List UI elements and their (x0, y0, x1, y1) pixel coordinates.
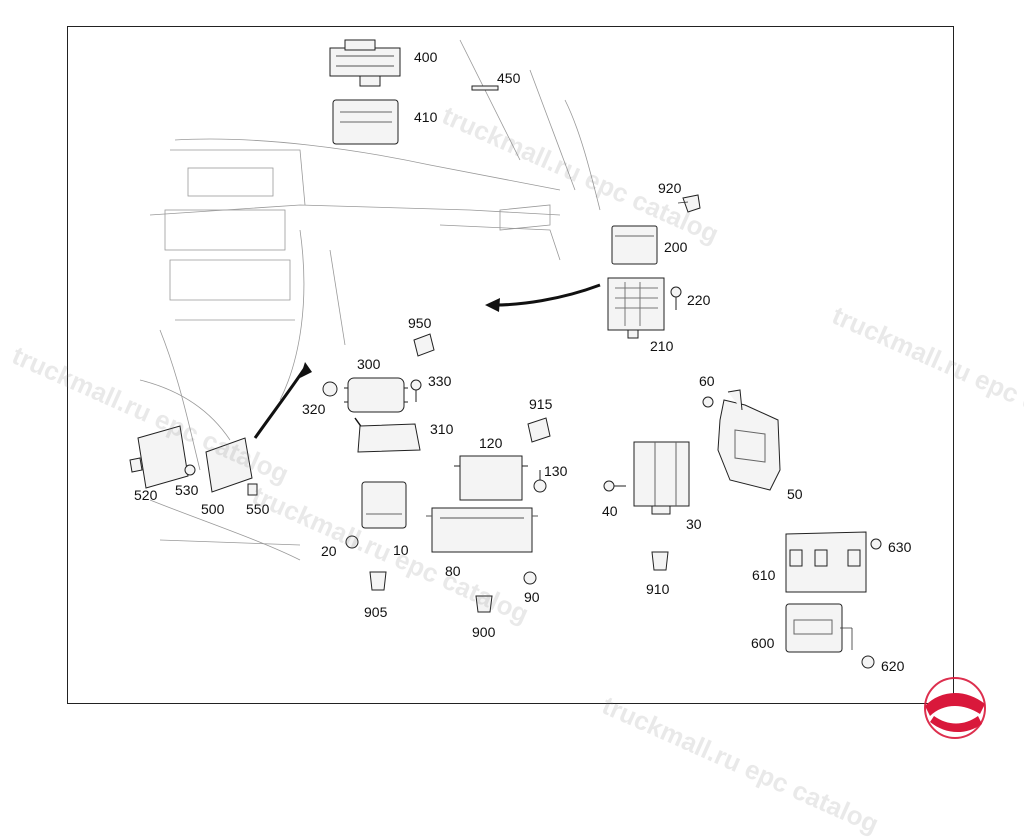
part-905 (369, 571, 387, 591)
dashboard-outline (174, 138, 561, 191)
part-610 (785, 531, 867, 593)
part-90 (523, 571, 537, 585)
part-630 (870, 538, 882, 550)
part-950 (413, 333, 435, 357)
label-910: 910 (646, 581, 670, 597)
label-330: 330 (428, 373, 452, 389)
label-520: 520 (134, 487, 158, 503)
label-10: 10 (393, 542, 409, 558)
arrow-to-dash (253, 367, 307, 439)
part-900 (475, 595, 493, 613)
part-120 (454, 455, 528, 501)
label-120: 120 (479, 435, 503, 451)
part-130 (533, 470, 547, 493)
part-920 (682, 194, 701, 213)
label-915: 915 (529, 396, 553, 412)
label-630: 630 (888, 539, 912, 555)
part-330 (410, 379, 422, 402)
label-905: 905 (364, 604, 388, 620)
truckmall-logo (924, 677, 986, 739)
part-60 (702, 396, 714, 408)
label-530: 530 (175, 482, 199, 498)
part-80 (426, 507, 538, 553)
label-600: 600 (751, 635, 775, 651)
label-90: 90 (524, 589, 540, 605)
label-50: 50 (787, 486, 803, 502)
part-410 (332, 99, 399, 145)
part-40 (603, 480, 626, 492)
part-530 (184, 464, 196, 476)
label-620: 620 (881, 658, 905, 674)
label-40: 40 (602, 503, 618, 519)
part-50 (717, 389, 781, 491)
part-220 (670, 286, 682, 310)
label-220: 220 (687, 292, 711, 308)
part-600 (785, 603, 843, 653)
exploded-parts-diagram (129, 39, 986, 739)
part-915 (527, 417, 551, 443)
part-320 (322, 381, 338, 397)
label-130: 130 (544, 463, 568, 479)
label-60: 60 (699, 373, 715, 389)
diagram-frame (67, 26, 954, 704)
label-920: 920 (658, 180, 682, 196)
part-520 (129, 425, 189, 489)
part-310 (357, 423, 421, 453)
label-310: 310 (430, 421, 454, 437)
label-550: 550 (246, 501, 270, 517)
part-450 (471, 85, 499, 91)
part-550 (247, 483, 258, 496)
part-200 (611, 225, 658, 265)
label-30: 30 (686, 516, 702, 532)
label-410: 410 (414, 109, 438, 125)
part-10 (361, 481, 407, 529)
part-500 (205, 437, 253, 493)
part-20 (345, 535, 359, 549)
label-320: 320 (302, 401, 326, 417)
part-400 (329, 39, 401, 87)
label-80: 80 (445, 563, 461, 579)
arrow-to-dash-right (494, 283, 601, 307)
label-400: 400 (414, 49, 438, 65)
part-620 (861, 655, 875, 669)
label-210: 210 (650, 338, 674, 354)
label-450: 450 (497, 70, 521, 86)
label-500: 500 (201, 501, 225, 517)
label-300: 300 (357, 356, 381, 372)
part-210 (607, 277, 665, 339)
label-900: 900 (472, 624, 496, 640)
label-950: 950 (408, 315, 432, 331)
label-610: 610 (752, 567, 776, 583)
label-200: 200 (664, 239, 688, 255)
part-300 (344, 377, 408, 413)
label-20: 20 (321, 543, 337, 559)
part-30 (633, 441, 690, 515)
part-910 (651, 551, 669, 571)
